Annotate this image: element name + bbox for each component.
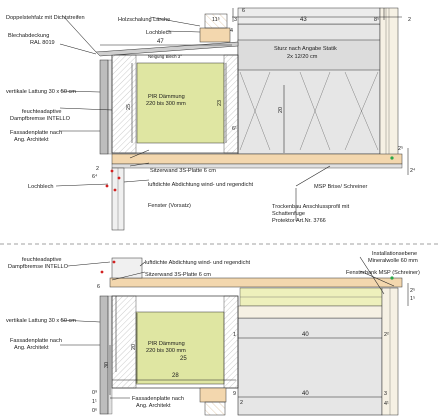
label-fassade-bot2-2: Ang. Architekt xyxy=(136,403,171,409)
dim-top-23: 23 xyxy=(217,100,223,106)
label-lattung-top: vertikale Lattung 30 x 50 cm xyxy=(6,89,76,95)
leader-lines xyxy=(55,16,395,399)
label-lochblech-top: Lochblech xyxy=(146,30,172,36)
label-trocken-1: Trockenbau Anschlussprofil mit xyxy=(272,204,350,210)
label-sitzer-bot: Sitzerwand 3S-Platte 6 cm xyxy=(145,272,211,278)
label-pir-bot-2: 220 bis 300 mm xyxy=(146,348,186,354)
label-msp: MSP Brise/ Schreiner xyxy=(314,184,368,190)
label-install-1: Installationsebene xyxy=(372,251,417,257)
label-fassade-bot-2: Ang. Architekt xyxy=(14,345,49,351)
label-doppelstehfalz: Doppelstehfalz mit Dichtstreifen xyxy=(6,15,85,21)
label-dampf-top-2: Dampfbremse INTELLO xyxy=(10,116,71,122)
label-lattung-bot: vertikale Lattung 30 x 50 cm xyxy=(6,318,76,324)
label-fassade-top-2: Ang. Architekt xyxy=(14,137,49,143)
dim-top-61: 6¹ xyxy=(232,126,237,132)
dim-bot-11: 1¹ xyxy=(92,399,97,405)
label-dampf-top-1: feuchteadaptive xyxy=(22,109,62,115)
label-pir-top-1: PIR Dämmung xyxy=(148,94,185,100)
label-blechabdeckung-2: RAL 8019 xyxy=(30,40,55,46)
dim-bot-22: 2² xyxy=(384,332,389,338)
dim-bot-09: 0⁹ xyxy=(92,390,97,396)
dim-top-3: 3 xyxy=(234,17,237,23)
dim-bot-41: 4¹ xyxy=(384,401,389,407)
dim-mid-64: 6⁴ xyxy=(92,174,98,180)
label-install-2: Mineralwolle 60 mm xyxy=(368,258,418,264)
label-lochblech-mid: Lochblech xyxy=(28,184,54,190)
label-trocken-2: Schattenfuge xyxy=(272,211,305,217)
dim-bot-28: 28 xyxy=(172,373,179,379)
dim-bot-2: 2 xyxy=(240,400,243,406)
dim-top-20: 20 xyxy=(278,107,284,113)
masonry-wall-bottom xyxy=(237,317,383,416)
label-fassade-top-1: Fassadenplatte nach xyxy=(10,130,62,136)
sloped-cover-top xyxy=(95,41,239,57)
red-markers-bottom xyxy=(100,260,116,274)
label-luftdicht-top: luftdichte Abdichtung wind- und regendic… xyxy=(148,182,254,188)
label-dampf-bot-1: feuchteadaptive xyxy=(22,257,62,263)
red-markers-top xyxy=(105,169,121,192)
dim-bot-30: 30 xyxy=(104,362,110,368)
insulation-bottom xyxy=(135,311,225,385)
dim-bot-9: 9 xyxy=(233,391,236,397)
dim-bot-25: 25 xyxy=(180,356,187,362)
label-luftdicht-bot: luftdichte Abdichtung wind- und regendic… xyxy=(145,260,251,266)
dim-bot-40b: 40 xyxy=(302,391,309,397)
dim-top-47: 47 xyxy=(157,39,164,45)
dim-top-4: 4 xyxy=(230,28,233,34)
dim-mid-2: 2 xyxy=(96,166,99,172)
dim-bot-40a: 40 xyxy=(302,332,309,338)
label-fassade-bot-1: Fassadenplatte nach xyxy=(10,338,62,344)
dim-top-25b: 2⁵ xyxy=(398,146,403,152)
label-sitzer-top: Sitzerwand 3S-Platte 6 cm xyxy=(150,168,216,174)
facade-panel-bottom xyxy=(99,295,109,415)
label-fenster: Fenster (Vorsatz) xyxy=(148,203,191,209)
window-sill-bracket xyxy=(111,257,143,279)
label-pir-top-2: 220 bis 300 mm xyxy=(146,101,186,107)
dim-mid-24: 2⁴ xyxy=(410,168,416,174)
dim-bot-06: 0⁶ xyxy=(92,408,97,414)
dim-top-117: 11⁵ xyxy=(212,17,220,23)
dim-bot-20: 20 xyxy=(131,344,137,350)
dim-top-25: 25 xyxy=(126,104,132,110)
dim-mid-25: 2⁵ xyxy=(410,288,415,294)
label-pir-bot-1: PIR Dämmung xyxy=(148,341,185,347)
dimension-lines xyxy=(100,8,409,398)
lintel-cross-lines xyxy=(239,71,379,151)
dim-top-2: 2 xyxy=(408,17,411,23)
sill-board-bottom xyxy=(109,277,403,288)
label-holzschalung: Holzschalung Lärche xyxy=(118,17,170,23)
dim-bot-1: 1 xyxy=(233,332,236,338)
dim-top-43: 43 xyxy=(300,17,307,23)
label-fassade-bot2-1: Fassadenplatte nach xyxy=(132,396,184,402)
dim-bot-6: 6 xyxy=(97,284,100,290)
label-neigung: Neigung Blech 3° xyxy=(148,54,182,59)
label-dampf-bot-2: Dampfbremse INTELLO xyxy=(8,264,69,270)
dim-top-6: 6 xyxy=(242,8,245,14)
label-blechabdeckung-1: Blechabdeckung xyxy=(8,33,49,39)
facade-panel-top xyxy=(99,59,109,155)
masonry-cap-top xyxy=(237,7,381,25)
label-fensterbank: Fensterbank MSP (Schreiner) xyxy=(346,270,420,276)
sill-strip-top xyxy=(111,153,403,165)
label-sturz: Sturz nach Angabe Statik xyxy=(274,46,337,52)
dim-top-82: 8⁵ xyxy=(374,17,379,23)
dim-bot-3: 3 xyxy=(384,391,387,397)
label-trocken-3: Protektor Art.Nr. 3766 xyxy=(272,218,326,224)
dim-mid-15: 1⁵ xyxy=(410,296,415,302)
insulation-top xyxy=(136,62,225,144)
label-sturz-size: 2x 12/20 cm xyxy=(287,54,318,60)
